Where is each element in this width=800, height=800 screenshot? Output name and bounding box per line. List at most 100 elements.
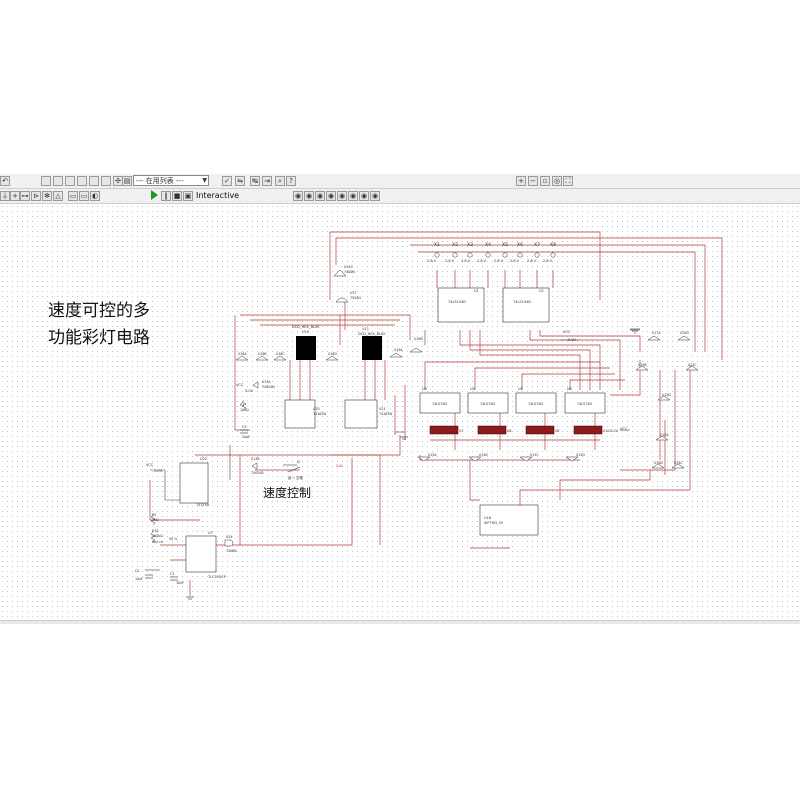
gates-left: U18A U18B U18C U18D U19A U19B bbox=[235, 337, 423, 361]
gate-right: U16A bbox=[655, 433, 669, 441]
help-icon[interactable]: ? bbox=[286, 176, 296, 186]
table-view-icon[interactable] bbox=[53, 176, 63, 186]
gate-left-ref: U18C bbox=[276, 352, 285, 356]
switch-x2-label: X2 bbox=[452, 242, 458, 248]
led-bar-group: U7 U8 U9 U10 bbox=[429, 425, 610, 435]
forward-annotate-icon[interactable]: ⇥ bbox=[262, 176, 272, 186]
zoom-fit-icon[interactable]: ◎ bbox=[552, 176, 562, 186]
zoom-area-icon[interactable]: ▫ bbox=[540, 176, 550, 186]
vcc-label: VCC bbox=[620, 427, 628, 431]
postprocessor-icon[interactable] bbox=[89, 176, 99, 186]
ground-icon[interactable]: ⏚ bbox=[0, 191, 10, 201]
gate-right-ref: U16C bbox=[674, 461, 683, 465]
wires-dark bbox=[145, 329, 640, 571]
switch-x6[interactable]: X62.8 V bbox=[510, 242, 523, 263]
switch-x7[interactable]: X72.8 V bbox=[527, 242, 540, 263]
gate-right: U17A bbox=[647, 331, 661, 341]
pause-icon[interactable]: ‖ bbox=[161, 191, 171, 201]
ic-u22[interactable]: U22 74153N bbox=[179, 457, 209, 507]
ercheck-icon[interactable]: ✓ bbox=[222, 176, 232, 186]
basic-icon[interactable]: ⊶ bbox=[20, 191, 30, 201]
instrument-icon-2[interactable]: ◉ bbox=[304, 191, 314, 201]
capacitor-ref: C1 bbox=[170, 572, 174, 576]
ic-u21[interactable]: U21 74163N bbox=[344, 399, 392, 429]
gate-left-ref: U18A bbox=[238, 352, 247, 356]
gate-right-ref: U14C bbox=[688, 363, 697, 367]
led-bar-ref: U10 bbox=[603, 429, 610, 433]
annotation-icon[interactable]: ⇋ bbox=[235, 176, 245, 186]
switch-x3[interactable]: X32.8 V bbox=[461, 242, 473, 263]
capacitor-value: 10nF bbox=[176, 581, 184, 585]
in-use-list-value: --- 在用列表 --- bbox=[136, 177, 184, 185]
switch-x2-volt: 2.8 V bbox=[445, 259, 455, 263]
gate-left-ref: U18B bbox=[258, 352, 267, 356]
spreadsheet-icon[interactable] bbox=[65, 176, 75, 186]
run-icon[interactable] bbox=[151, 190, 158, 200]
switch-x4[interactable]: X42.8 V bbox=[477, 242, 491, 263]
ttl-icon[interactable]: ▭ bbox=[68, 191, 78, 201]
in-use-list-select[interactable]: --- 在用列表 --- ▼ bbox=[133, 175, 209, 186]
source-icon[interactable]: + bbox=[10, 191, 20, 201]
switch-x3-label: X3 bbox=[467, 242, 473, 248]
switch-x2[interactable]: X2 2.8 V bbox=[445, 242, 458, 263]
ic-u16[interactable]: U16 SIP7HD_5V bbox=[479, 504, 539, 536]
gate-bottom: U15C bbox=[519, 453, 539, 462]
transistor-icon[interactable]: ✻ bbox=[42, 191, 52, 201]
capacitor-value: 10µF bbox=[135, 577, 143, 581]
led-bar: U9 bbox=[525, 425, 560, 435]
fullscreen-icon[interactable]: ⛶ bbox=[563, 176, 573, 186]
instrument-icon-5[interactable]: ◉ bbox=[337, 191, 347, 201]
component-icon[interactable]: ▤ bbox=[122, 176, 132, 186]
gate-left-ref: U18D bbox=[328, 352, 337, 356]
interactive-mode-label[interactable]: Interactive bbox=[196, 191, 240, 200]
ic-u20[interactable]: U20 74163N bbox=[284, 399, 326, 429]
back-icon[interactable]: ↶ bbox=[0, 176, 10, 186]
cmos-icon[interactable]: ▭ bbox=[79, 191, 89, 201]
ic-timer-part: TLC555CP bbox=[207, 575, 226, 579]
switch-x8[interactable]: X82.8 V bbox=[543, 242, 556, 263]
main-toolbar: ↶ ✣ ▤ --- 在用列表 --- ▼ ✓ ⇋ ↹ ⇥ ⌕ ? + − ▫ ◎… bbox=[0, 174, 800, 189]
analog-icon[interactable]: △ bbox=[53, 191, 63, 201]
probe-icon[interactable]: ▣ bbox=[183, 191, 193, 201]
voltage-label: 5.0V bbox=[245, 389, 254, 393]
hex-display-u10: U10 DCD_HEX_BLUE bbox=[292, 325, 320, 360]
ic-u2[interactable]: U2 74LS194D bbox=[502, 287, 550, 323]
ic-u1[interactable]: U1 74LS194D bbox=[437, 287, 485, 323]
capacitor-value: 10µF bbox=[242, 435, 250, 439]
ic-u3[interactable]: U3 74LS74N bbox=[419, 387, 461, 414]
back-annotate-icon[interactable]: ↹ bbox=[250, 176, 260, 186]
diode-icon[interactable]: ⊳ bbox=[31, 191, 41, 201]
schematic-canvas[interactable] bbox=[0, 204, 800, 620]
gate-right: U14C bbox=[685, 363, 699, 371]
stop-icon[interactable]: ■ bbox=[172, 191, 182, 201]
zoom-in-icon[interactable]: + bbox=[516, 176, 526, 186]
instrument-icon-3[interactable]: ◉ bbox=[315, 191, 325, 201]
grapher-icon[interactable] bbox=[77, 176, 87, 186]
switch-x4-volt: 2.8 V bbox=[477, 259, 487, 263]
instrument-icon-4[interactable]: ◉ bbox=[326, 191, 336, 201]
instrument-icon-1[interactable]: ◉ bbox=[293, 191, 303, 201]
ic-u6[interactable]: U6 74LS74N bbox=[564, 387, 606, 414]
find-icon[interactable]: ⌕ bbox=[275, 176, 285, 186]
instrument-icon-7[interactable]: ◉ bbox=[359, 191, 369, 201]
switch-x1-volt: 2.8 V bbox=[427, 259, 437, 263]
vcc-label: VCC bbox=[563, 330, 571, 334]
hex-display-u11-part: DCD_HEX_BLUE bbox=[358, 332, 386, 336]
zoom-out-icon[interactable]: − bbox=[528, 176, 538, 186]
switch-x7-volt: 2.8 V bbox=[527, 259, 537, 263]
canvas-bottom-edge bbox=[0, 620, 800, 624]
switch-x1[interactable]: X12.8 V bbox=[427, 242, 440, 263]
ic-u5[interactable]: U5 74LS74N bbox=[515, 387, 557, 414]
instrument-icon-6[interactable]: ◉ bbox=[348, 191, 358, 201]
ic-u4[interactable]: U4 74LS74N bbox=[467, 387, 509, 414]
gate-left: U18C bbox=[273, 352, 287, 361]
chevron-down-icon: ▼ bbox=[202, 177, 207, 184]
ic-timer-u7[interactable]: U7 TLC555CP bbox=[185, 531, 226, 579]
database-icon[interactable] bbox=[101, 176, 111, 186]
grid-view-icon[interactable] bbox=[41, 176, 51, 186]
indicator-icon[interactable]: ◐ bbox=[90, 191, 100, 201]
switch-x5[interactable]: X52.8 V bbox=[494, 242, 508, 263]
misc-gate-label: 74S04N bbox=[251, 471, 264, 475]
instrument-icon-8[interactable]: ◉ bbox=[370, 191, 380, 201]
gate-bottom-ref: U15A bbox=[428, 453, 437, 457]
